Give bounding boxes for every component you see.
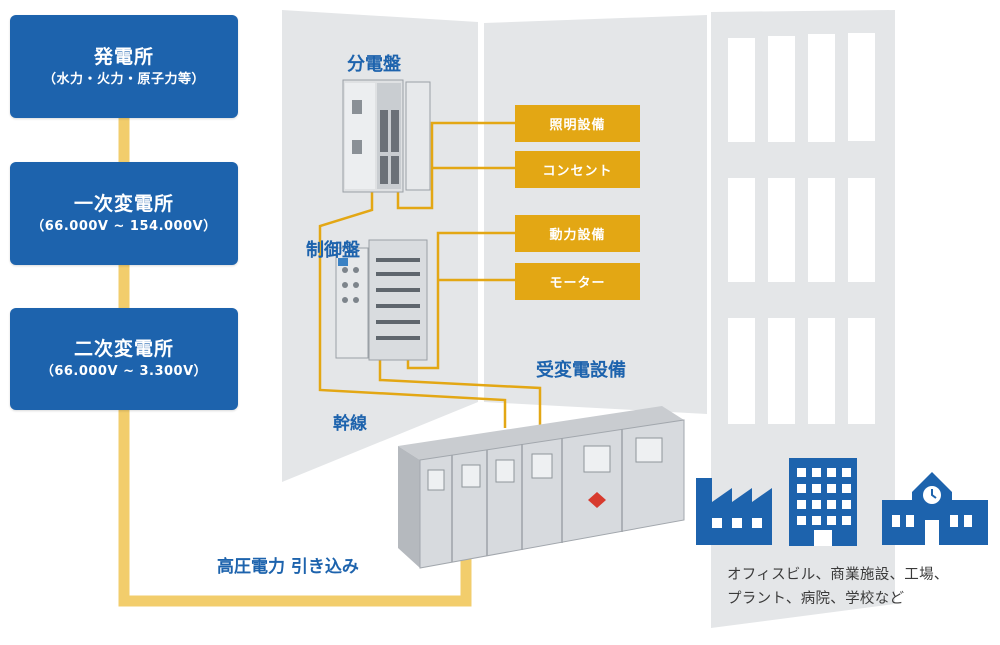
stage-subtitle: （66.000V ~ 154.000V） <box>31 218 217 234</box>
wire-trunk-b <box>378 358 542 428</box>
equipment-power: 動力設備 <box>515 215 640 252</box>
stage-primary-substation: 一次変電所 （66.000V ~ 154.000V） <box>10 162 238 265</box>
factory-icon <box>696 478 772 545</box>
stage-title: 一次変電所 <box>73 192 174 215</box>
wire-lighting <box>396 121 515 210</box>
substation-equipment-label: 受変電設備 <box>536 360 626 381</box>
stage-secondary-substation: 二次変電所 （66.000V ~ 3.300V） <box>10 308 238 410</box>
building-types-line2: プラント、病院、学校など <box>727 591 905 607</box>
office-building-icon <box>789 458 857 546</box>
equipment-lighting: 照明設備 <box>515 105 640 142</box>
high-voltage-intake-label: 高圧電力 引き込み <box>217 557 359 577</box>
stage-title: 発電所 <box>93 45 154 68</box>
building-types-line1: オフィスビル、商業施設、工場、 <box>727 567 949 583</box>
stage-power-plant: 発電所 （水力・火力・原子力等） <box>10 15 238 118</box>
equipment-outlet: コンセント <box>515 151 640 188</box>
trunk-line-label: 幹線 <box>333 414 367 434</box>
equipment-motor: モーター <box>515 263 640 300</box>
wire-power <box>406 231 515 370</box>
stage-title: 二次変電所 <box>73 338 174 360</box>
stage-subtitle: （66.000V ~ 3.300V） <box>40 364 208 379</box>
warning-mark <box>588 492 606 508</box>
building-types-text: オフィスビル、商業施設、工場、 プラント、病院、学校など <box>727 563 987 611</box>
distribution-panel-label: 分電盤 <box>347 54 401 75</box>
wire-trunk-a <box>318 192 507 428</box>
control-panel-label: 制御盤 <box>306 240 360 261</box>
building-windows <box>728 33 875 424</box>
school-icon <box>882 472 988 545</box>
stage-subtitle: （水力・火力・原子力等） <box>42 71 205 87</box>
